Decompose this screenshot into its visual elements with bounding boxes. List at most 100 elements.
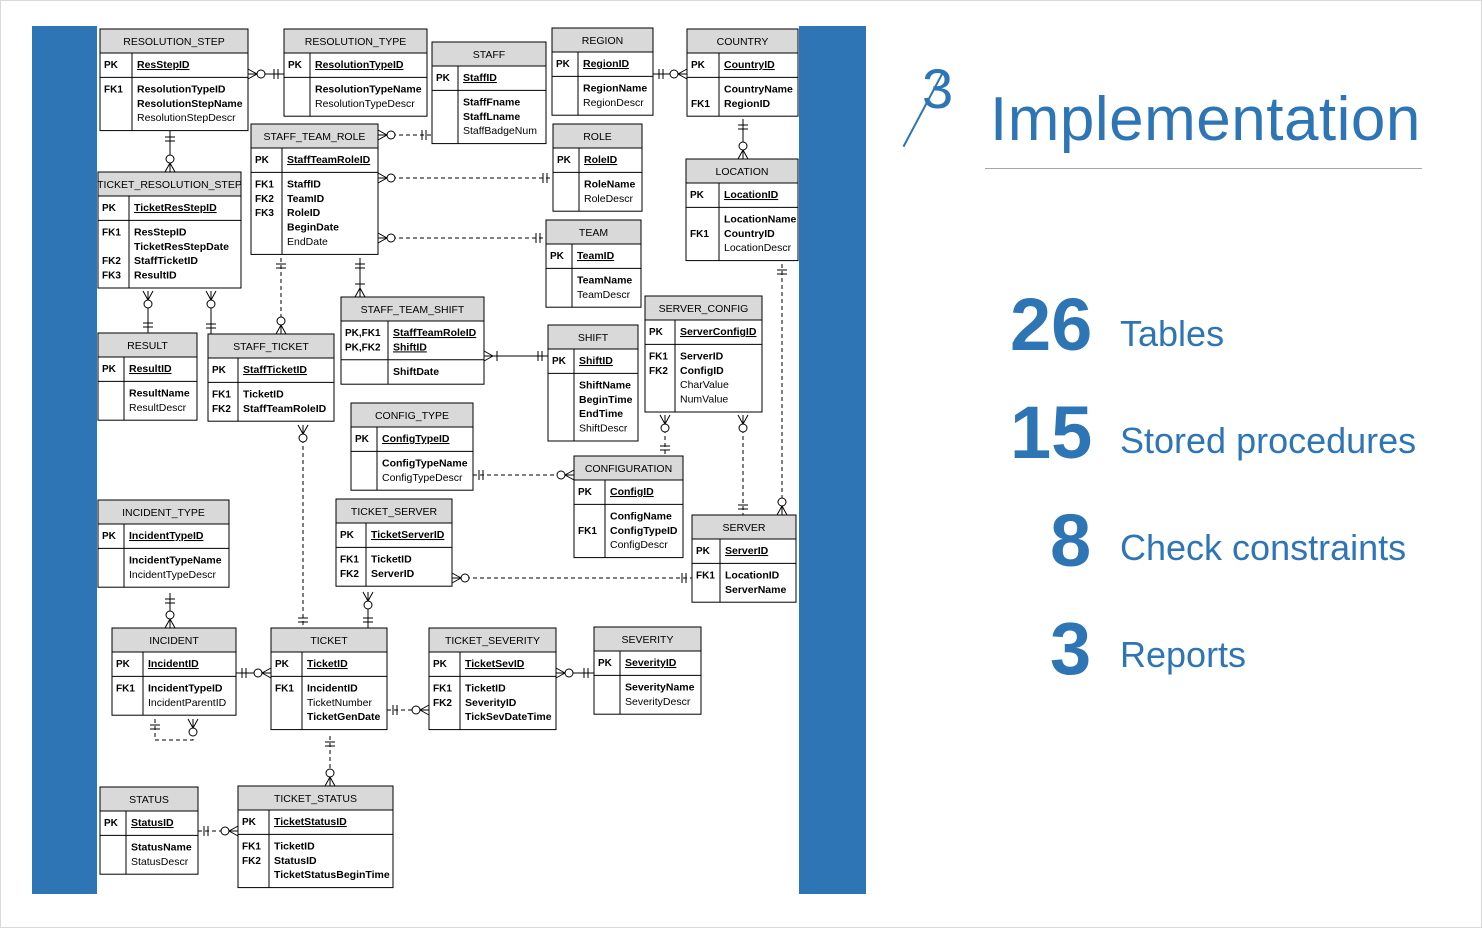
entity-header xyxy=(99,28,249,54)
field-name: LocationName xyxy=(724,213,797,225)
key-label: PK xyxy=(102,364,117,375)
field-name: RoleID xyxy=(584,154,618,166)
field-name: TicketID xyxy=(371,553,412,565)
relationship-line xyxy=(659,414,671,456)
entity-header xyxy=(685,158,799,184)
field-name: IncidentTypeDescr xyxy=(129,569,216,581)
field-name: RoleDescr xyxy=(584,193,634,205)
field-name: ServerID xyxy=(725,545,769,557)
field-name: IncidentTypeID xyxy=(129,530,204,542)
field-name: LocationID xyxy=(725,569,780,581)
field-name: BeginDate xyxy=(287,222,339,234)
field-name: ServerID xyxy=(680,350,724,362)
field-name: ConfigTypeID xyxy=(610,525,678,537)
field-name: CountryName xyxy=(724,83,793,95)
key-label: FK1 xyxy=(433,683,452,694)
key-label: PK xyxy=(649,327,664,338)
relationship-line xyxy=(205,290,217,334)
entity-name: STAFF_TEAM_ROLE xyxy=(264,131,366,143)
field-name: TeamID xyxy=(577,250,615,262)
key-label: FK2 xyxy=(255,194,274,205)
field-name: StaffFname xyxy=(463,96,520,108)
key-label: PK xyxy=(104,60,119,71)
stat-label-check-constraints: Check constraints xyxy=(1120,527,1407,568)
key-label: PK xyxy=(212,365,227,376)
key-label: PK xyxy=(275,659,290,670)
field-name: ResolutionStepName xyxy=(137,98,243,110)
relationship-line xyxy=(473,469,575,481)
key-label: FK2 xyxy=(340,569,359,580)
relationship-line xyxy=(483,350,548,362)
entity-header xyxy=(573,455,684,481)
field-name: ResolutionStepDescr xyxy=(137,112,236,124)
field-name: StaffTeamRoleID xyxy=(393,327,477,339)
title-divider xyxy=(985,168,1422,169)
field-name: StaffID xyxy=(463,72,497,84)
key-label: FK2 xyxy=(433,698,452,709)
entity-header xyxy=(340,296,485,322)
key-label: PK xyxy=(696,546,711,557)
field-name: TicketResStepDate xyxy=(134,241,229,253)
key-label: FK1 xyxy=(102,227,121,238)
field-name: ResolutionTypeName xyxy=(315,83,422,95)
field-name: StaffBadgeNum xyxy=(463,125,537,137)
key-label: PK xyxy=(598,658,613,669)
entity-header xyxy=(270,627,388,653)
entity-header xyxy=(97,171,242,197)
entity-name: TICKET xyxy=(310,635,348,647)
field-name: RegionName xyxy=(583,82,647,94)
relationship-line xyxy=(164,593,176,629)
field-name: RegionID xyxy=(724,98,770,110)
field-name: ResultName xyxy=(129,387,190,399)
relationship-line xyxy=(377,129,432,141)
field-name: NumValue xyxy=(680,394,728,406)
field-name: ResolutionTypeDescr xyxy=(315,98,415,110)
field-name: ShiftID xyxy=(393,341,427,353)
field-name: StaffID xyxy=(287,178,321,190)
entity-name: INCIDENT_TYPE xyxy=(122,507,205,519)
right-blue-band xyxy=(798,26,866,894)
key-label: FK1 xyxy=(242,841,261,852)
field-name: ResolutionTypeID xyxy=(315,59,404,71)
entity-header xyxy=(551,27,654,53)
field-name: ResultID xyxy=(134,270,177,282)
field-name: ResStepID xyxy=(137,59,190,71)
key-label: PK xyxy=(104,818,119,829)
key-label: PK xyxy=(552,356,567,367)
relationship-line xyxy=(776,264,788,516)
field-name: TicketID xyxy=(465,682,506,694)
key-label: PK,FK2 xyxy=(345,342,381,353)
field-name: ShiftID xyxy=(579,355,613,367)
key-label: FK3 xyxy=(102,271,121,282)
entity-header xyxy=(97,332,198,358)
key-label: PK xyxy=(550,251,565,262)
field-name: ShiftDate xyxy=(393,366,439,378)
field-name: StaffTicketID xyxy=(243,364,307,376)
key-label: PK xyxy=(690,190,705,201)
key-label: FK1 xyxy=(578,526,597,537)
stat-value-reports: 3 xyxy=(1050,607,1092,690)
relationship-line xyxy=(297,424,309,628)
entity-header xyxy=(111,627,237,653)
relationship-line xyxy=(236,667,272,679)
field-name: LocationDescr xyxy=(724,242,792,254)
key-label: PK xyxy=(691,60,706,71)
field-name: ServerID xyxy=(371,568,415,580)
entity-name: TICKET_STATUS xyxy=(274,793,357,805)
field-name: TicketID xyxy=(274,840,315,852)
relationship-line xyxy=(737,119,749,160)
key-label: FK1 xyxy=(116,683,135,694)
entity-header xyxy=(250,123,379,149)
entity-header xyxy=(428,627,557,653)
